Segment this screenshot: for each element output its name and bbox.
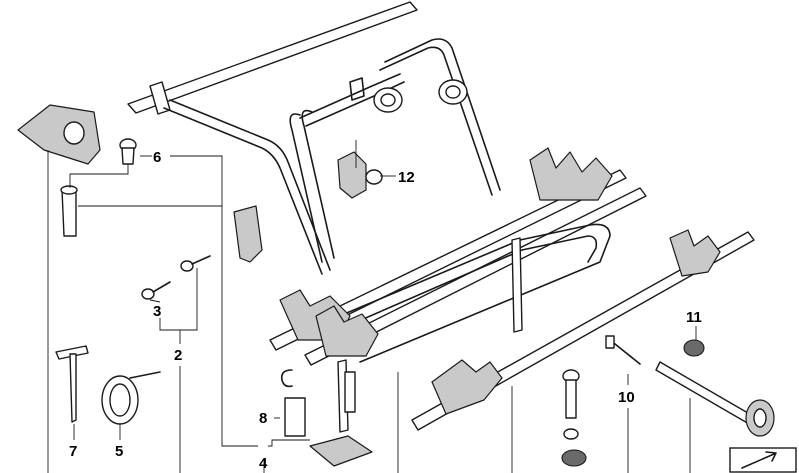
part-bolt-3 <box>141 281 171 300</box>
part-base-plate <box>309 435 373 467</box>
part-cover-cap <box>17 104 101 165</box>
arrow-box-icon <box>729 447 797 473</box>
callout-11: 11 <box>686 309 702 326</box>
part-hook-8 <box>280 369 306 437</box>
main-rack-frame <box>127 1 647 433</box>
part-clamp-12 <box>337 151 383 199</box>
callout-7: 7 <box>69 443 77 460</box>
part-strap-5 <box>101 371 161 425</box>
callout-3: 3 <box>153 303 161 320</box>
part-bolt-6 <box>119 138 137 165</box>
callout-5: 5 <box>115 443 123 460</box>
callouts: 6 12 3 2 11 10 8 7 5 4 <box>69 149 702 472</box>
part-t-key-7 <box>55 345 89 423</box>
callout-12: 12 <box>398 169 415 186</box>
part-bolt-2 <box>180 255 211 272</box>
callout-6: 6 <box>153 149 161 166</box>
callout-2: 2 <box>174 347 182 364</box>
part-screw-washer <box>561 369 587 467</box>
extra-wheel-rail <box>411 229 755 431</box>
callout-10: 10 <box>618 389 635 406</box>
part-plug <box>60 185 78 237</box>
part-arm-11 <box>655 339 775 437</box>
part-pin-10 <box>605 335 641 365</box>
part-lock-clip <box>233 205 263 263</box>
callout-8: 8 <box>259 410 267 427</box>
callout-4: 4 <box>259 455 268 472</box>
leader-lines <box>47 140 697 473</box>
